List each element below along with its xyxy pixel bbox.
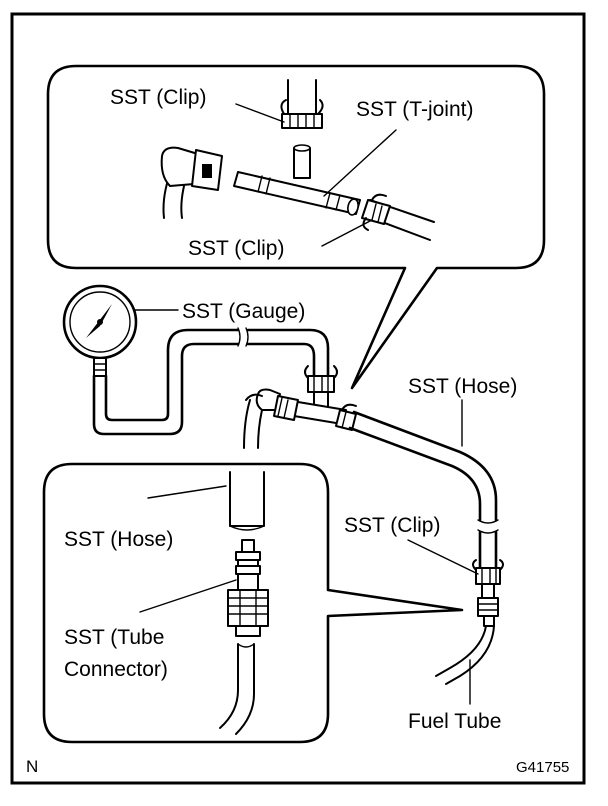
label-clip-top: SST (Clip) (110, 86, 206, 109)
pressure-gauge (62, 284, 179, 377)
figure-code: G41755 (516, 759, 569, 776)
label-t-joint: SST (T-joint) (356, 98, 473, 121)
label-clip-mid: SST (Clip) (188, 237, 284, 260)
label-fuel-tube: Fuel Tube (408, 710, 501, 733)
outer-frame (10, 12, 586, 785)
label-hose-inset: SST (Hose) (64, 528, 173, 551)
main-t-joint-assembly (243, 365, 504, 705)
gauge-hose (92, 327, 330, 436)
label-gauge: SST (Gauge) (182, 300, 305, 323)
label-clip-right: SST (Clip) (344, 514, 440, 537)
top-detail-callout (46, 64, 546, 390)
label-tube-connector-line1: SST (Tube (64, 626, 164, 649)
label-tube-connector-line2: Connector) (64, 658, 168, 681)
corner-n-label: N (26, 757, 38, 776)
label-hose-right: SST (Hose) (408, 375, 517, 398)
tube-connector-inset (42, 462, 464, 744)
